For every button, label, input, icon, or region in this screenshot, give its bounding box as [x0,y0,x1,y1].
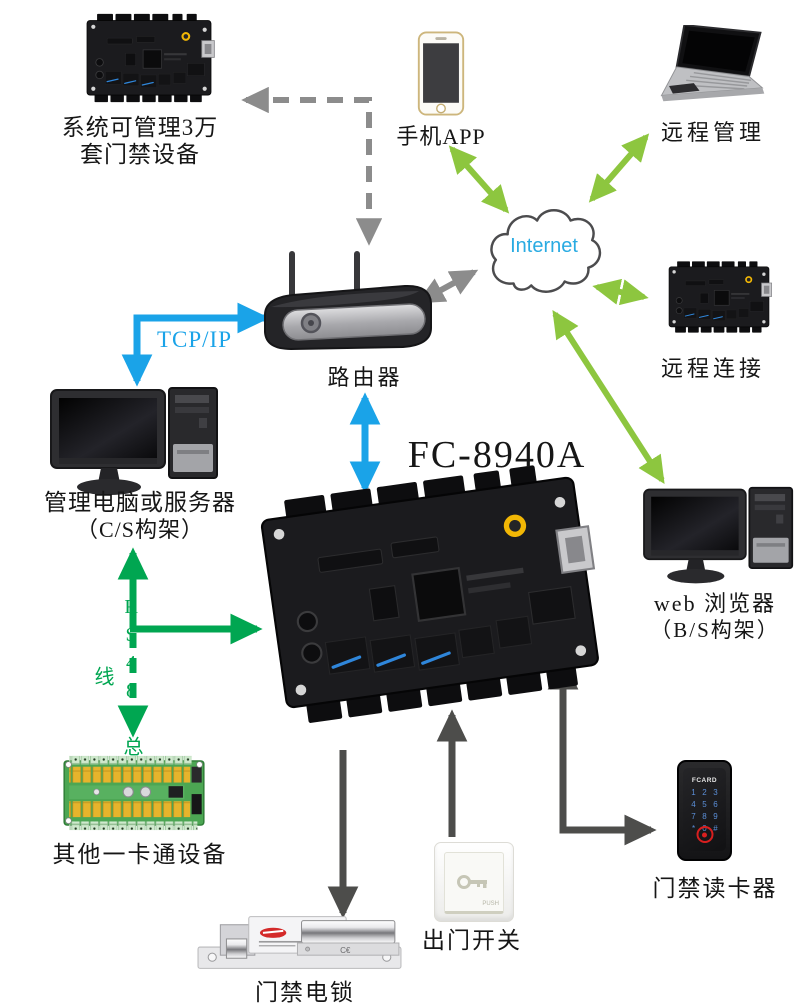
remote-board-label: 远程连接 [660,356,765,381]
reader-image: FCARD 1 2 3 4 5 6 7 8 9 * 0 # [677,760,732,861]
reader-bell-icon [696,826,713,843]
remote-laptop-label: 远程管理 [660,120,765,145]
internet-label: Internet [510,235,578,257]
reader-panel: FCARD 1 2 3 4 5 6 7 8 9 * 0 # [683,768,726,851]
reader-key: 2 [702,788,707,797]
rs485-bus-label: RS485总线 [91,596,142,762]
arrow-router-managed-dashed [241,86,383,246]
phone-label: 手机APP [396,124,486,149]
web-pc-image [643,486,795,586]
router-label: 路由器 [327,365,403,390]
controller-model-label: FC-8940A [407,434,587,476]
arrow-internet-remote-board [592,278,649,306]
controller-board-image [246,454,615,731]
tcpip-label: TCP/IP [156,327,233,352]
reader-key: 1 [691,788,696,797]
router-image [257,251,437,359]
lock-image [196,910,404,976]
lock-label: 门禁电锁 [255,980,355,1005]
mgmt-pc-label: 管理电脑或服务器 （C/S构架） [44,490,236,542]
remote-laptop-image [650,25,770,107]
reader-key: # [713,824,718,833]
reader-label: 门禁读卡器 [652,876,778,901]
arrow-internet-laptop [588,133,650,203]
web-pc-label: web 浏览器 （B/S构架） [650,591,780,642]
reader-key: 9 [713,812,718,821]
mgmt-pc-image [50,386,220,498]
reader-key: 5 [702,800,707,809]
exit-switch-image: PUSH [434,842,514,922]
reader-brand-label: FCARD [691,777,718,784]
phone-image [417,31,465,116]
reader-key: * [691,824,696,833]
reader-key: 8 [702,812,707,821]
remote-board-image [665,253,773,341]
key-icon [457,875,487,889]
managed-board-image [82,6,216,110]
push-label: PUSH [482,901,499,907]
reader-key: 6 [713,800,718,809]
reader-key: 7 [691,812,696,821]
reader-key: 3 [713,788,718,797]
other-devices-label: 其他一卡通设备 [52,842,228,867]
exit-switch-label: 出门开关 [422,928,522,953]
exit-switch-button: PUSH [444,852,504,914]
reader-key: 4 [691,800,696,809]
managed-board-label: 系统可管理3万 套门禁设备 [61,115,219,167]
